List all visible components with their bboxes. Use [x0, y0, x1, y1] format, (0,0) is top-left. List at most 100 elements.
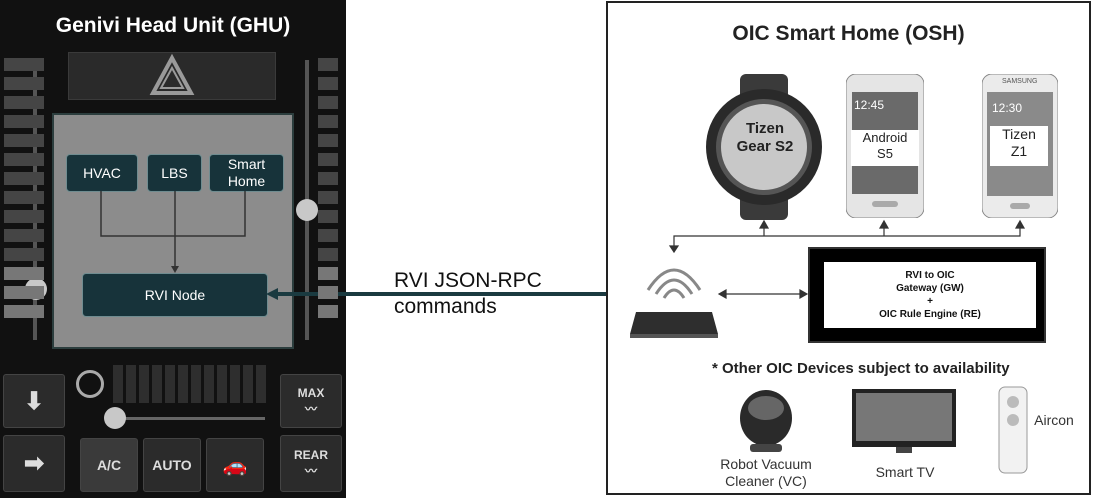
- fan-bar: [139, 365, 149, 403]
- smart-home-label: Smart Home: [227, 156, 266, 189]
- led-segment: [318, 153, 338, 166]
- fan-bar: [204, 365, 214, 403]
- right-slider-knob[interactable]: [296, 199, 318, 221]
- led-segment: [4, 286, 24, 299]
- led-segment: [318, 286, 338, 299]
- rear-defrost-button[interactable]: REAR 〰: [280, 435, 342, 492]
- led-segment: [318, 191, 338, 204]
- fan-bar: [152, 365, 162, 403]
- led-segment: [318, 58, 338, 71]
- aircon-caption: Aircon: [1034, 412, 1074, 428]
- link-label-line-2: commands: [394, 295, 497, 318]
- ac-button[interactable]: A/C: [80, 438, 138, 492]
- airflow-feet-button[interactable]: ➡: [3, 435, 65, 492]
- watch-label: Tizen Gear S2: [736, 120, 794, 155]
- rvi-node-label: RVI Node: [144, 286, 206, 303]
- led-segment: [318, 248, 338, 261]
- hvac-label: HVAC: [83, 164, 121, 181]
- car-recirc-icon: 🚗: [222, 454, 248, 477]
- other-devices-note: * Other OIC Devices subject to availabil…: [712, 360, 1010, 377]
- led-segment: [4, 172, 24, 185]
- ghu-title: Genivi Head Unit (GHU): [55, 14, 291, 37]
- auto-button[interactable]: AUTO: [143, 438, 201, 492]
- lock-time-1: 12:45: [854, 98, 885, 112]
- phone2-line-1: Tizen: [1002, 126, 1036, 142]
- led-segment: [4, 191, 24, 204]
- fan-bar: [126, 365, 136, 403]
- led-segment: [24, 248, 44, 261]
- fan-bar: [178, 365, 188, 403]
- fan-bar: [243, 365, 253, 403]
- led-segment: [4, 267, 24, 280]
- led-segment: [24, 153, 44, 166]
- defrost-icon: 〰: [304, 401, 317, 416]
- led-segment: [318, 172, 338, 185]
- led-segment: [4, 210, 24, 223]
- fan-bar: [165, 365, 175, 403]
- ac-label: A/C: [96, 457, 122, 473]
- recirculation-button[interactable]: 🚗: [206, 438, 264, 492]
- phone2-line-2: Z1: [1010, 143, 1028, 159]
- seat-down-icon: ⬇: [23, 387, 45, 415]
- hazard-button[interactable]: [68, 52, 276, 100]
- led-segment: [24, 115, 44, 128]
- led-segment: [4, 305, 24, 318]
- auto-label: AUTO: [152, 457, 192, 473]
- lbs-box[interactable]: LBS: [147, 154, 202, 192]
- seat-right-icon: ➡: [23, 450, 45, 477]
- led-segment: [24, 267, 44, 280]
- tv-caption: Smart TV: [875, 464, 935, 480]
- fan-bar: [230, 365, 240, 403]
- tizen-z1-label: Tizen Z1: [990, 126, 1048, 166]
- gear-s2-watch-icon: [706, 74, 822, 220]
- gw-line-2: Gateway (GW): [896, 283, 964, 294]
- led-segment: [318, 305, 338, 318]
- led-segment: [24, 96, 44, 109]
- max-label: MAX: [297, 385, 325, 400]
- gw-line-3: +: [927, 296, 933, 307]
- led-segment: [24, 172, 44, 185]
- robot-vacuum-icon: [740, 390, 792, 452]
- lock-time-2: 12:30: [992, 101, 1023, 115]
- hvac-box[interactable]: HVAC: [66, 154, 138, 192]
- led-segment: [318, 96, 338, 109]
- led-segment: [24, 286, 44, 299]
- led-segment: [24, 191, 44, 204]
- led-segment: [318, 210, 338, 223]
- led-segment: [4, 229, 24, 242]
- airflow-face-button[interactable]: ⬇: [3, 374, 65, 428]
- smart-tv-icon: [852, 389, 956, 453]
- fan-slider-knob[interactable]: [104, 407, 126, 429]
- led-segment: [24, 305, 44, 318]
- phone1-line-1: Android: [862, 130, 908, 145]
- fan-icon: [76, 370, 104, 398]
- lbs-label: LBS: [161, 164, 188, 181]
- vacuum-caption: Robot Vacuum Cleaner (VC): [720, 456, 812, 489]
- fan-bar: [256, 365, 266, 403]
- led-segment: [318, 134, 338, 147]
- led-segment: [24, 229, 44, 242]
- rear-defrost-icon: 〰: [304, 464, 317, 478]
- led-segment: [4, 248, 24, 261]
- rear-label: REAR: [293, 448, 328, 462]
- router-icon: [630, 268, 718, 338]
- led-segment: [4, 96, 24, 109]
- led-segment: [4, 77, 24, 90]
- led-segment: [4, 115, 24, 128]
- rvi-node-box[interactable]: RVI Node: [82, 273, 268, 317]
- fan-bar: [191, 365, 201, 403]
- fan-bar: [217, 365, 227, 403]
- max-defrost-button[interactable]: MAX 〰: [280, 374, 342, 428]
- rvi-json-rpc-label: RVI JSON-RPC commands: [394, 268, 542, 320]
- led-segment: [4, 134, 24, 147]
- led-segment: [24, 77, 44, 90]
- gw-line-1: RVI to OIC: [905, 270, 955, 281]
- led-segment: [318, 229, 338, 242]
- smart-home-box[interactable]: Smart Home: [209, 154, 284, 192]
- fan-slider-track: [113, 417, 265, 420]
- osh-title: OIC Smart Home (OSH): [732, 22, 965, 45]
- led-segment: [24, 134, 44, 147]
- led-segment: [24, 58, 44, 71]
- android-s5-label: Android S5: [851, 130, 919, 166]
